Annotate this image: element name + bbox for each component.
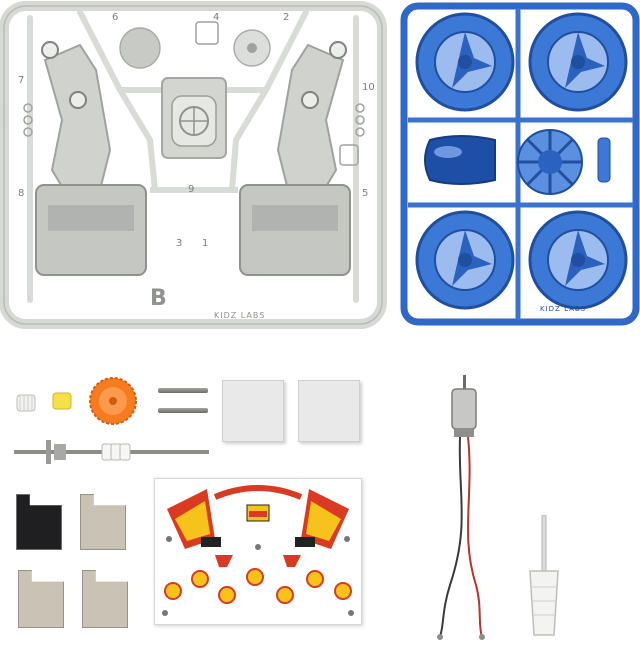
foam-pad-left	[222, 380, 284, 442]
decal-sticker-sheet	[154, 478, 362, 625]
yellow-pinion-gear	[52, 392, 72, 410]
sprue-number-6: 6	[112, 12, 119, 23]
grey-parts-sprue	[0, 0, 388, 330]
sprue-number-2: 2	[283, 12, 290, 23]
sprue-number-9: 9	[188, 184, 195, 195]
metal-plate-3	[82, 570, 128, 628]
blue-wheel-sprue	[400, 0, 640, 330]
sprue-number-3: 3	[176, 238, 183, 249]
metal-axle-lower	[158, 408, 208, 413]
small-white-gear	[16, 393, 36, 413]
sprue-number-1: 1	[202, 238, 209, 249]
dc-motor-with-wires	[430, 375, 500, 645]
metal-plate-1	[80, 494, 126, 550]
drive-shaft-with-worm-gear	[14, 430, 214, 470]
plastic-tool-driver	[522, 515, 566, 640]
black-tape-pad	[16, 494, 62, 550]
metal-plate-2	[18, 570, 64, 628]
metal-axle-upper	[158, 388, 208, 393]
orange-crown-gear	[88, 376, 138, 426]
blue-sprue-stamp: KIDZ LABS	[540, 305, 587, 313]
sprue-number-8: 8	[18, 188, 25, 199]
sprue-number-7: 7	[18, 75, 25, 86]
sprue-number-5: 5	[362, 188, 369, 199]
sprue-letter: B	[150, 286, 167, 311]
foam-pad-right	[298, 380, 360, 442]
sprue-number-10: 10	[362, 82, 375, 93]
sprue-stamp: KIDZ LABS	[214, 311, 266, 320]
sprue-number-4: 4	[213, 12, 220, 23]
